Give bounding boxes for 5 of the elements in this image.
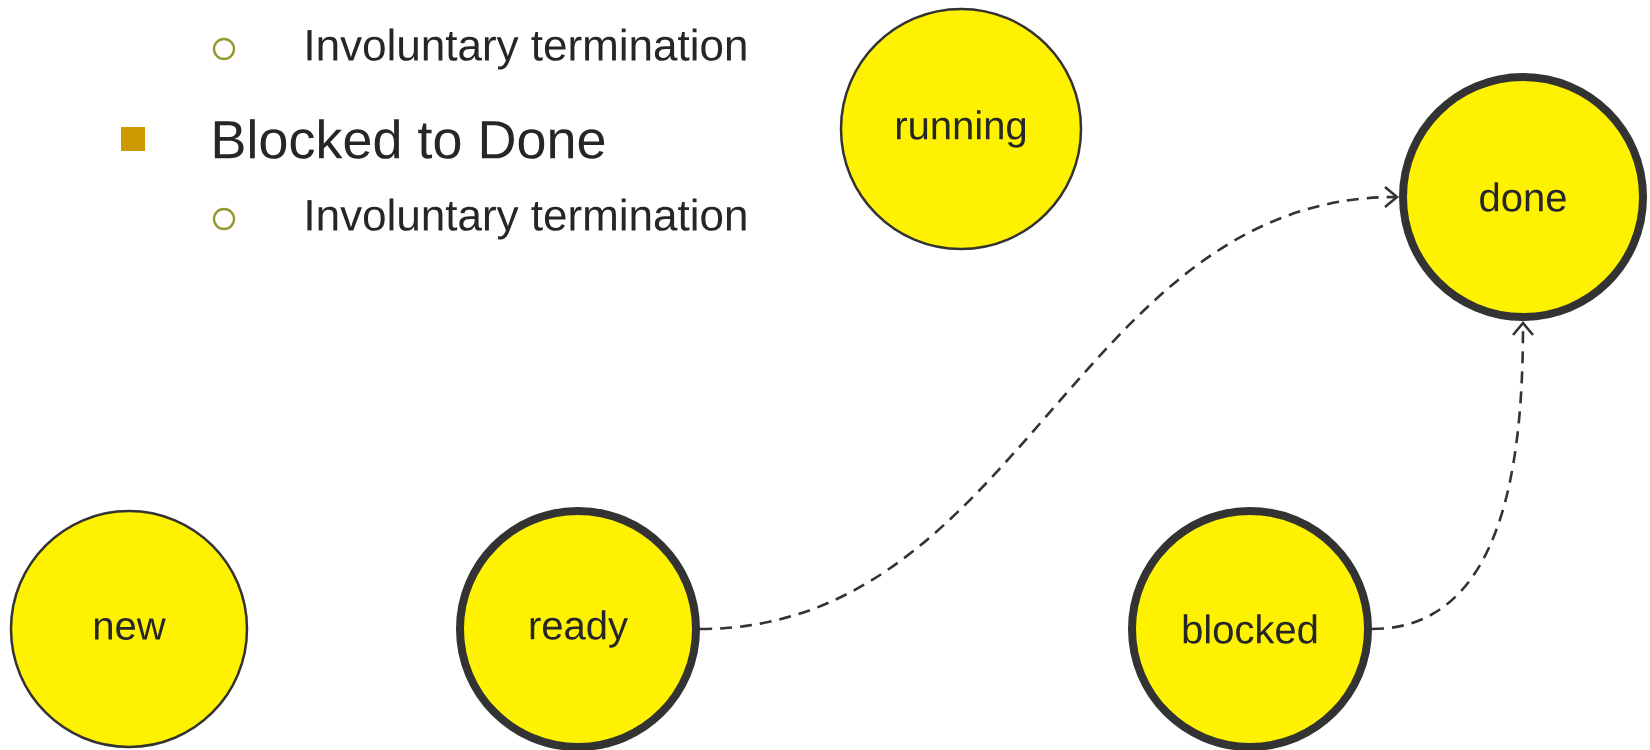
dashed-arrow [1371,321,1534,631]
dashed-arrow [699,186,1399,631]
bullet-text: Involuntary termination [307,198,746,240]
bullet-text: Blocked to Done [214,119,605,159]
bullet-text: Involuntary termination [307,28,746,70]
